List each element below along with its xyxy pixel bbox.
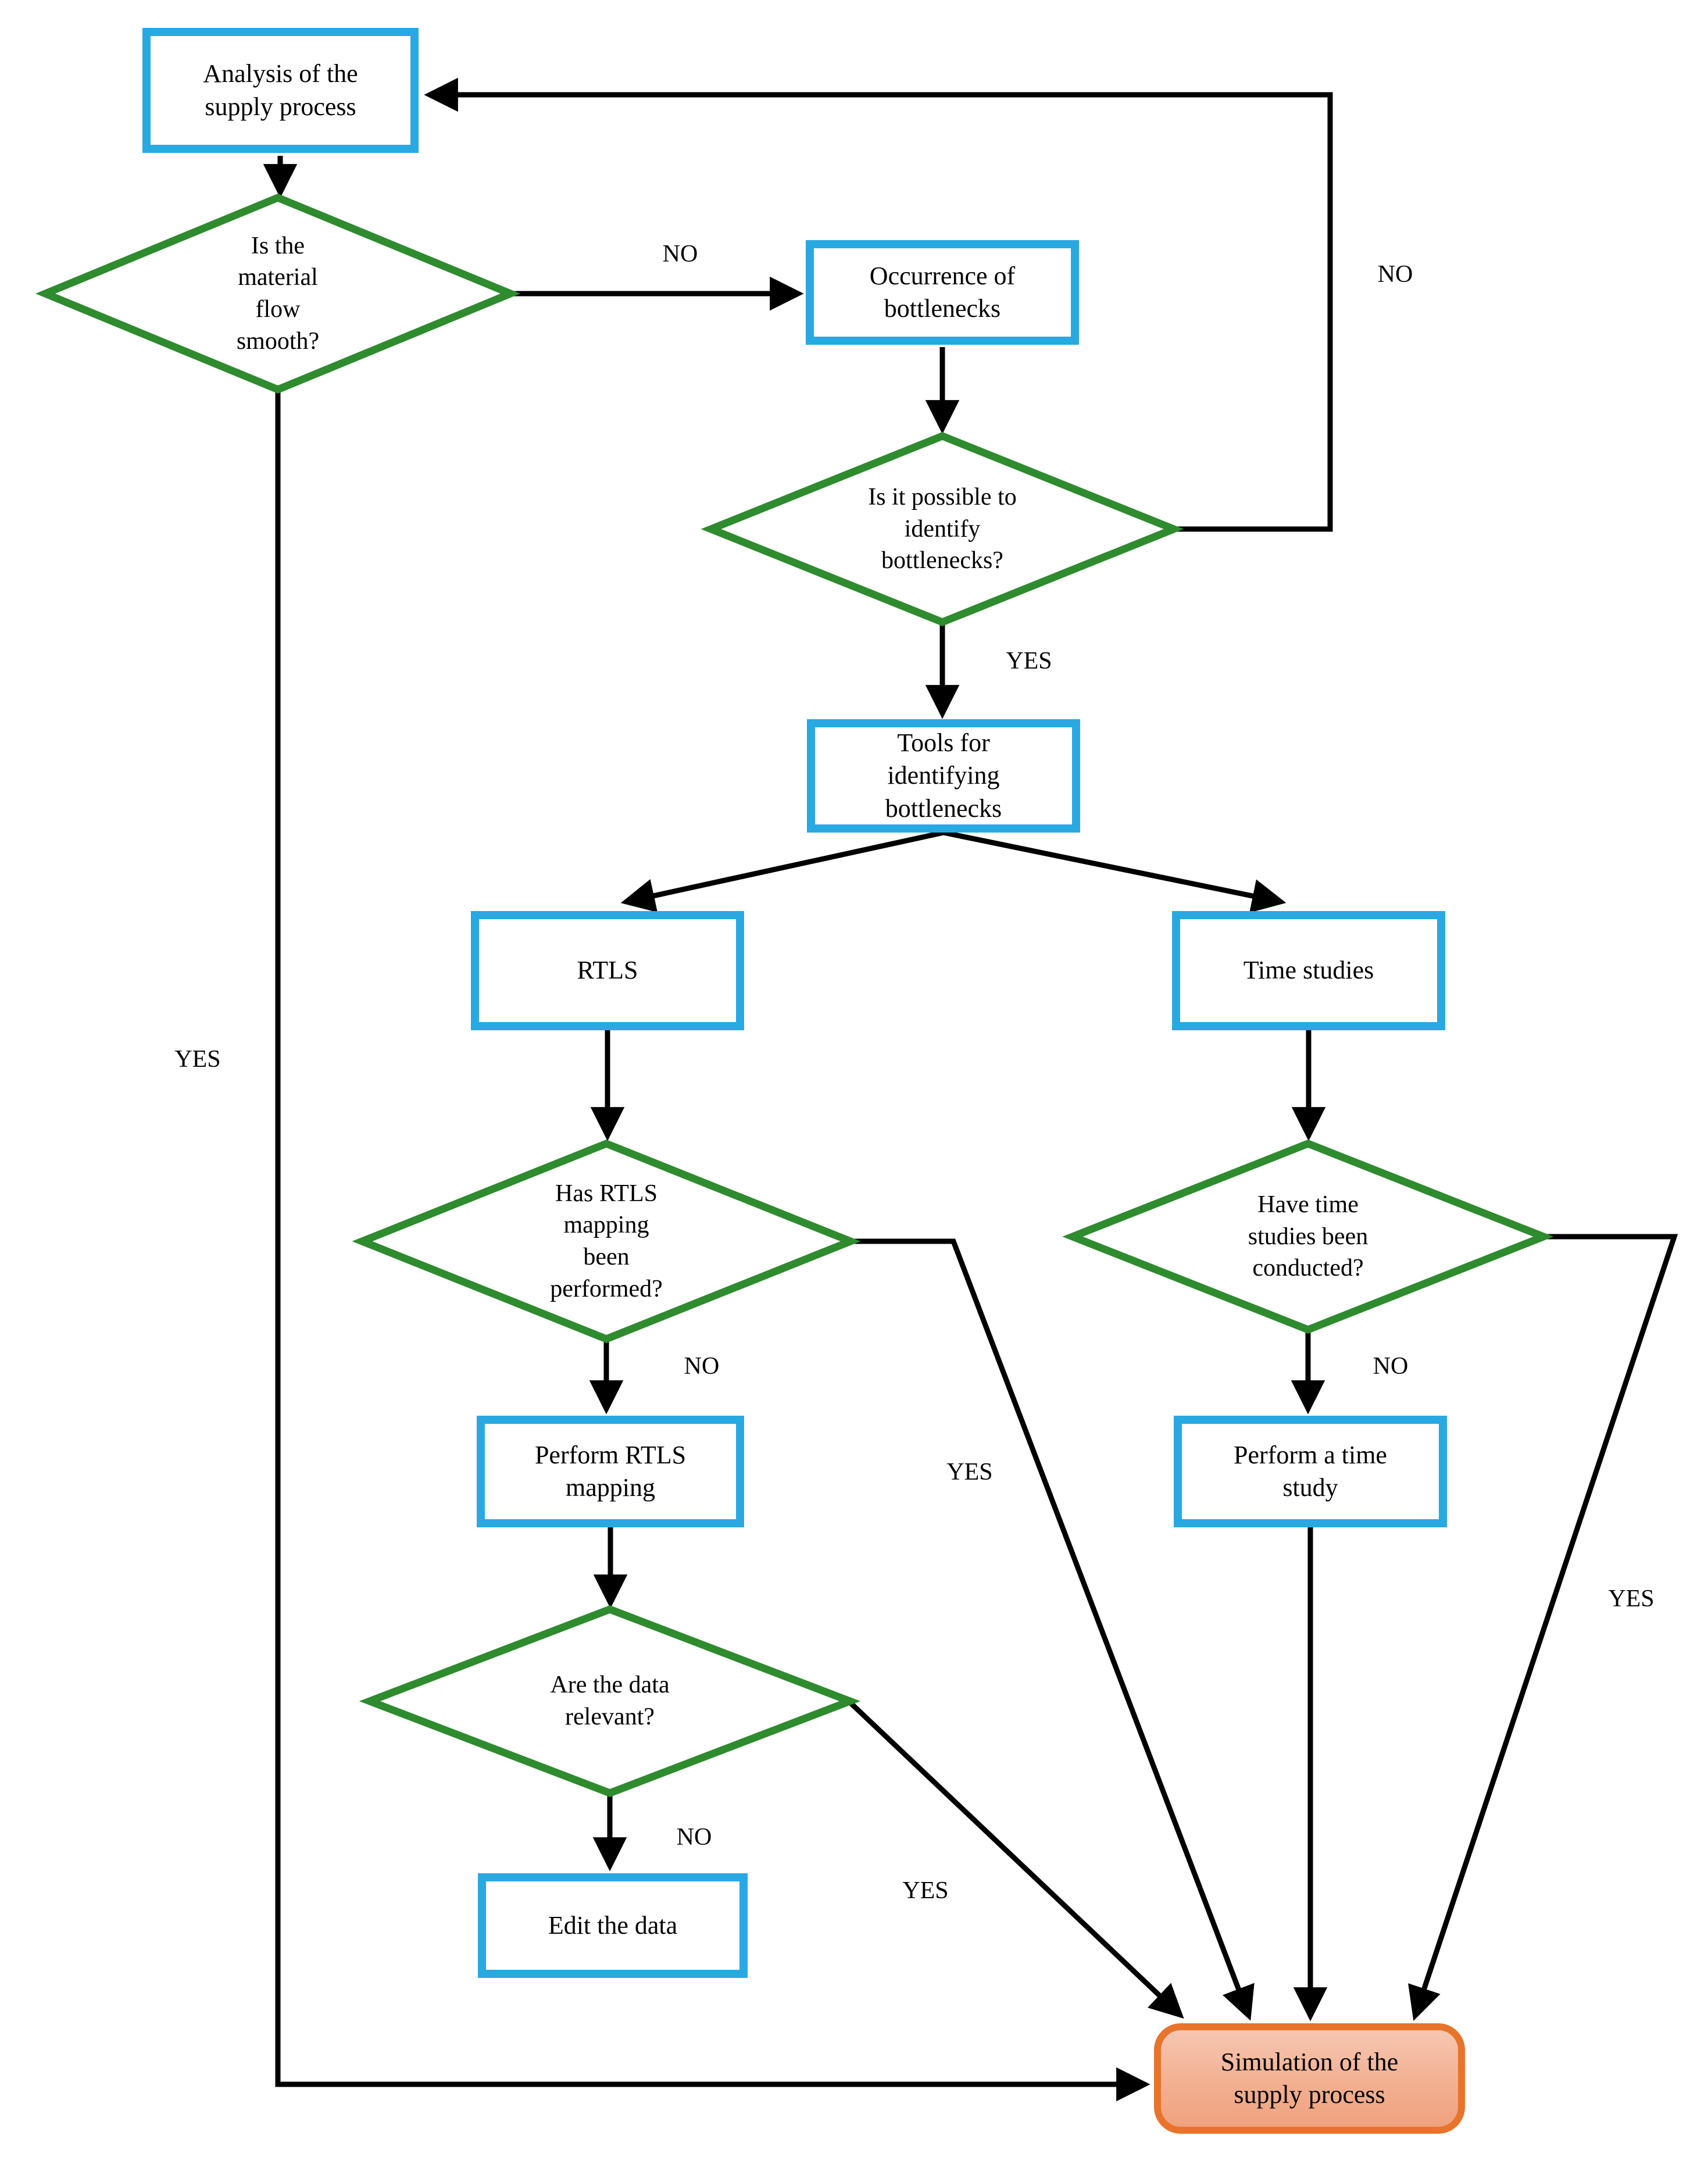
edge-label-yes-time-conducted: YES <box>1608 1585 1655 1612</box>
decision-label-time-studies-done: Have time studies been conducted? <box>1248 1191 1368 1282</box>
edge-label-no-data-relevant: NO <box>676 1824 712 1851</box>
process-box-edit-data-label: Edit the data <box>548 1910 678 1940</box>
decision-label-data-relevant: Are the data relevant? <box>550 1672 670 1730</box>
process-box-analysis: Analysis of the supply process <box>142 28 419 153</box>
edge-label-yes-flow-smooth: YES <box>174 1046 221 1073</box>
process-box-occurrence: Occurrence of bottlenecks <box>806 240 1079 345</box>
terminator-box-simulation-label: Simulation of the supply process <box>1220 2047 1399 2109</box>
edge-label-yes-rtls-mapping: YES <box>946 1459 993 1485</box>
edge-label-yes-data-relevant: YES <box>902 1877 949 1904</box>
process-box-tools: Tools for identifying bottlenecks <box>807 719 1080 833</box>
process-box-analysis-label: Analysis of the supply process <box>203 59 358 121</box>
process-box-edit-data: Edit the data <box>478 1873 748 1978</box>
edge-label-no-time-conducted: NO <box>1373 1353 1409 1380</box>
edge-label-no-flow-smooth: NO <box>662 241 698 267</box>
edge-tools-to-rtls <box>620 830 944 913</box>
decision-diamond-identify-possible <box>701 431 1184 627</box>
decision-label-identify-possible: Is it possible to identify bottlenecks? <box>868 484 1017 574</box>
terminator-box-simulation: Simulation of the supply process <box>1154 2023 1465 2134</box>
edge-relevant-yes-to-simulation <box>848 1700 1184 2019</box>
edge-mapping-yes-to-simulation <box>851 1238 1255 2021</box>
edge-conducted-yes-to-simulation <box>1408 1234 1678 2021</box>
process-box-rtls-label: RTLS <box>577 956 638 985</box>
process-box-occurrence-label: Occurrence of bottlenecks <box>869 261 1016 323</box>
decision-diamond-rtls-mapping-done <box>352 1139 861 1344</box>
process-box-perform-time-study: Perform a time study <box>1174 1416 1447 1527</box>
process-box-tools-label: Tools for identifying bottlenecks <box>885 728 1002 823</box>
process-box-perform-rtls: Perform RTLS mapping <box>477 1416 744 1527</box>
edge-label-yes-identify: YES <box>1006 648 1052 674</box>
decision-diamond-time-studies-done <box>1062 1140 1554 1334</box>
process-box-perform-time-study-label: Perform a time study <box>1234 1440 1387 1502</box>
edge-label-no-identify-return: NO <box>1377 261 1413 288</box>
decision-label-rtls-mapping-done: Has RTLS mapping been performed? <box>550 1180 663 1302</box>
edge-identify-no-return <box>424 77 1333 532</box>
process-box-rtls: RTLS <box>471 911 744 1030</box>
decision-label-flow-smooth: Is the material flow smooth? <box>236 232 320 355</box>
decision-diamond-data-relevant <box>359 1605 861 1797</box>
process-box-time-studies: Time studies <box>1172 911 1445 1030</box>
process-box-perform-rtls-label: Perform RTLS mapping <box>534 1440 687 1502</box>
decision-diamond-flow-smooth <box>35 193 521 394</box>
edge-tools-to-time-studies <box>943 830 1287 913</box>
process-box-time-studies-label: Time studies <box>1243 956 1374 985</box>
edge-flow-smooth-yes-to-simulation <box>275 391 1150 2102</box>
edge-label-no-rtls-mapping: NO <box>684 1353 720 1380</box>
